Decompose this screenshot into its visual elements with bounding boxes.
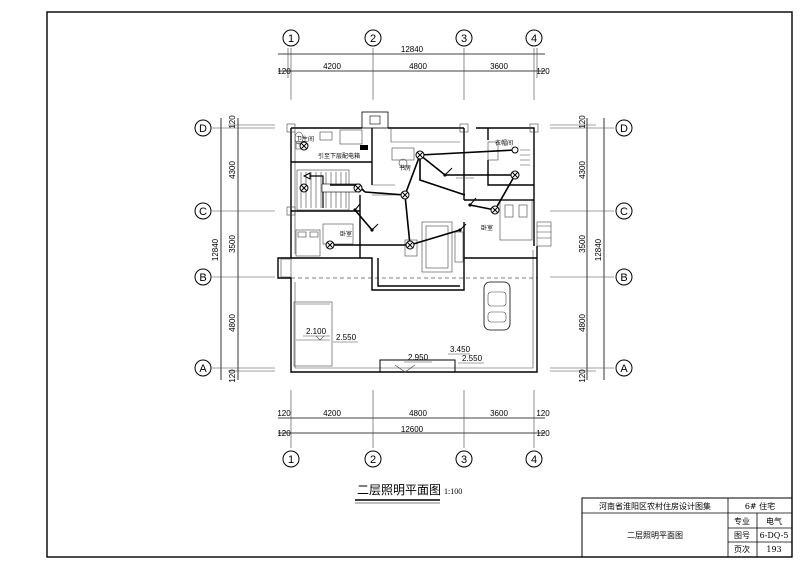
light-bedroom-right <box>490 205 500 215</box>
top-right-margin: 120 <box>536 67 550 76</box>
right-top-margin: 120 <box>578 115 587 129</box>
axis-4-top: 4 <box>531 33 537 45</box>
left-total-dim: 12840 <box>211 238 220 261</box>
right-total-dim: 12840 <box>594 238 603 261</box>
axis-C-left: C <box>199 206 207 218</box>
top-span-1: 4200 <box>323 62 341 71</box>
drawing-title: 二层照明平面图 <box>357 483 441 497</box>
bottom-left-margin: 120 <box>277 409 291 418</box>
light-hall <box>400 190 410 200</box>
bottom-right-margin: 120 <box>536 409 550 418</box>
left-axis-bubbles: D C B A <box>194 119 212 377</box>
top-axis-bubbles: 1 2 3 4 <box>282 29 543 47</box>
room-labels: 卫生间 引至下层配电箱 书房 衣帽间 卧室 卧室 <box>296 135 513 238</box>
top-left-margin: 120 <box>277 67 291 76</box>
right-dimensions: 120 4300 3500 4800 120 12840 <box>550 115 614 383</box>
bottom-left-margin-2: 120 <box>277 429 291 438</box>
top-span-2: 4800 <box>409 62 427 71</box>
tb-value-major: 电气 <box>766 516 782 526</box>
axis-C-right: C <box>620 206 628 218</box>
label-stair-note: 引至下层配电箱 <box>318 152 360 160</box>
right-span-1: 4300 <box>578 161 587 179</box>
label-bedroom-left: 卧室 <box>340 230 352 238</box>
drawing-title-group: 二层照明平面图 1:100 <box>355 483 462 504</box>
title-block: 河南省淮阳区农村住房设计图集 6# 住宅 二层照明平面图 专业 电气 图号 6-… <box>581 497 793 558</box>
axis-A-right: A <box>620 363 628 375</box>
axis-D-left: D <box>199 123 207 135</box>
tb-label-drawing-no: 图号 <box>734 531 750 540</box>
axis-1-top: 1 <box>288 33 294 45</box>
top-span-3: 3600 <box>490 62 508 71</box>
bottom-span-2: 4800 <box>409 409 427 418</box>
left-bottom-margin: 120 <box>228 369 237 383</box>
elevation-marks: 2.100 2.550 2.950 3.450 2.550 <box>303 327 484 364</box>
tb-label-major: 专业 <box>734 516 750 526</box>
axis-2-bottom: 2 <box>370 454 376 466</box>
axis-B-left: B <box>199 272 206 284</box>
elev-1: 2.100 <box>306 327 327 336</box>
right-axis-bubbles: D C B A <box>615 119 633 377</box>
bottom-total-dim: 12600 <box>401 425 424 434</box>
left-span-2: 3500 <box>228 235 237 253</box>
axis-2-top: 2 <box>370 33 376 45</box>
label-bedroom-right: 卧室 <box>481 224 493 232</box>
elev-3: 2.950 <box>408 353 429 362</box>
elev-2: 2.550 <box>336 333 357 342</box>
bottom-axis-bubbles: 1 2 3 4 <box>282 450 543 468</box>
light-fixtures <box>299 141 520 250</box>
right-span-3: 4800 <box>578 314 587 332</box>
tb-house: 6# 住宅 <box>745 501 775 511</box>
light-closet <box>511 146 519 154</box>
axis-3-bottom: 3 <box>461 454 467 466</box>
label-bathroom: 卫生间 <box>296 135 314 143</box>
light-bedroom-left <box>325 240 335 250</box>
light-bath <box>299 141 309 151</box>
tb-sheet-name: 二层照明平面图 <box>627 531 683 540</box>
elev-4: 3.450 <box>450 345 471 354</box>
drawing-scale: 1:100 <box>444 487 462 496</box>
label-storage: 衣帽间 <box>495 139 513 147</box>
tb-value-drawing-no: 6-DQ-5 <box>760 531 789 540</box>
light-storage <box>510 170 520 180</box>
bottom-span-3: 3600 <box>490 409 508 418</box>
switches <box>353 145 477 232</box>
left-dimensions: 120 4300 3500 4800 120 12840 <box>211 115 275 383</box>
axis-D-right: D <box>620 123 628 135</box>
axis-4-bottom: 4 <box>531 454 537 466</box>
elev-5: 2.550 <box>462 354 483 363</box>
top-dimensions: 12840 120 4200 4800 3600 120 <box>277 45 550 100</box>
tb-project: 河南省淮阳区农村住房设计图集 <box>599 501 711 511</box>
floor-plan <box>277 111 552 373</box>
left-span-3: 4800 <box>228 314 237 332</box>
light-living <box>405 240 415 250</box>
right-span-2: 3500 <box>578 235 587 253</box>
sheet-border <box>46 11 793 558</box>
tb-value-page: 193 <box>766 545 781 554</box>
axis-3-top: 3 <box>461 33 467 45</box>
bottom-span-1: 4200 <box>323 409 341 418</box>
axis-B-right: B <box>620 272 627 284</box>
top-total-dim: 12840 <box>401 45 424 54</box>
label-study: 书房 <box>399 164 411 172</box>
light-study <box>415 150 425 160</box>
bottom-right-margin-2: 120 <box>536 429 550 438</box>
axis-A-left: A <box>199 363 207 375</box>
light-stair <box>353 183 363 193</box>
axis-1-bottom: 1 <box>288 454 294 466</box>
tb-label-page: 页次 <box>734 544 750 554</box>
left-top-margin: 120 <box>228 115 237 129</box>
bottom-dimensions: 120 4200 4800 3600 120 120 12600 120 <box>277 390 550 448</box>
right-bottom-margin: 120 <box>578 369 587 383</box>
light-stair-2 <box>299 183 309 193</box>
left-span-1: 4300 <box>228 161 237 179</box>
